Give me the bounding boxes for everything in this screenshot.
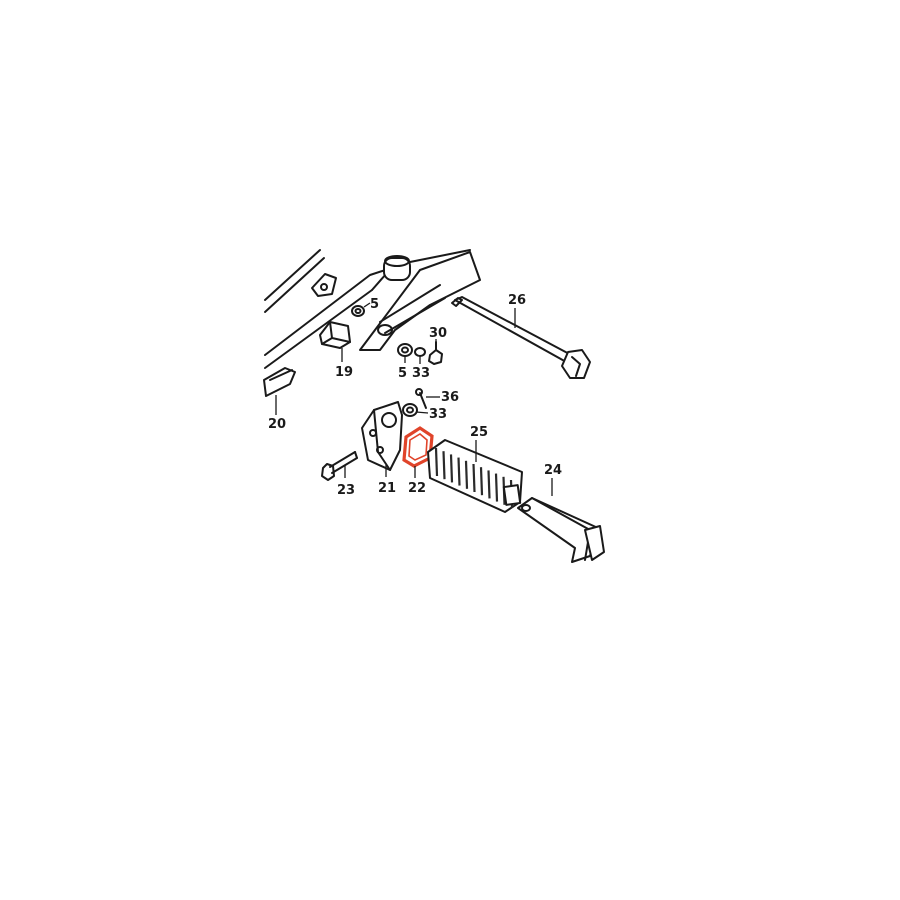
part-36-pin [415, 388, 440, 409]
part-5-washer-lower [397, 343, 413, 363]
callout-30: 30 [429, 326, 447, 341]
callout-19: 19 [335, 365, 353, 380]
callout-5-upper: 5 [370, 297, 379, 312]
part-23-long-bolt [321, 451, 358, 481]
rubber-rib [442, 451, 446, 480]
callout-33-upper: 33 [412, 366, 430, 381]
rubber-rib [434, 447, 439, 477]
part-26-pivot-bolt [451, 296, 591, 379]
frame-clip [311, 273, 337, 297]
callout-labels: 5 19 20 26 30 5 33 36 33 25 21 22 23 24 [268, 293, 562, 498]
rubber-rib [487, 470, 491, 499]
frame-bracket [359, 251, 481, 351]
rubber-rib [472, 463, 476, 493]
callout-25: 25 [470, 425, 488, 440]
part-20-bracket [263, 367, 296, 415]
part-33-washer-lower [402, 403, 429, 417]
callout-22: 22 [408, 481, 426, 496]
part-5-washer-upper [351, 302, 371, 317]
callout-23: 23 [337, 483, 355, 498]
part-21-footpeg-bracket [361, 401, 403, 477]
callout-21: 21 [378, 481, 396, 496]
callout-36: 36 [441, 390, 459, 405]
rubber-rib [449, 454, 454, 483]
part-30-bolt [428, 339, 443, 365]
part-24-footpeg-shaft [517, 478, 605, 563]
part-33-washer-upper [414, 347, 426, 364]
callout-20: 20 [268, 417, 286, 432]
rubber-rib [494, 473, 499, 502]
callout-26: 26 [508, 293, 526, 308]
callout-33-lower: 33 [429, 407, 447, 422]
rubber-rib [479, 467, 484, 496]
part-19-block [319, 321, 351, 362]
callout-24: 24 [544, 463, 562, 478]
part-25-footpeg-rubber [427, 439, 523, 513]
rubber-rib [464, 460, 469, 489]
rubber-rib [457, 457, 461, 486]
callout-5-lower: 5 [398, 366, 407, 381]
